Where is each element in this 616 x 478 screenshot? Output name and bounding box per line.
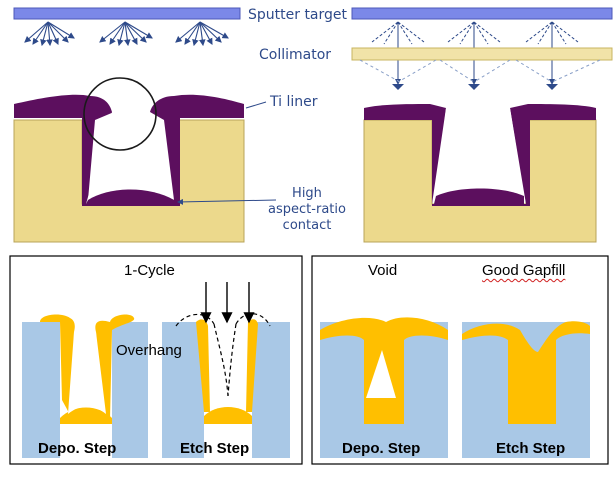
collimator-plate	[351, 47, 613, 61]
contact-leader	[177, 198, 277, 205]
ti-liner-label: Ti liner	[270, 94, 318, 110]
contact-structure-right	[363, 104, 597, 243]
cycle-label: 1-Cycle	[124, 262, 175, 279]
contact-structure-left	[13, 94, 245, 243]
contact-label-line-1: High	[292, 186, 322, 201]
gapfill-structure	[462, 321, 590, 458]
gapfill-label-text: Good Gapfill	[482, 262, 566, 279]
overhang-circle	[83, 77, 157, 151]
depo-step-label-left: Depo. Step	[38, 440, 117, 457]
contact-label: High aspect-ratio contact	[262, 186, 352, 234]
void-structure	[320, 317, 448, 458]
etch-step-label-left: Etch Step	[180, 440, 250, 457]
contact-label-line-2: aspect-ratio	[268, 202, 346, 217]
etch-step-structure-left	[162, 313, 290, 458]
etch-arrows	[200, 282, 255, 324]
collimator-label: Collimator	[259, 47, 332, 63]
collimator-scatter	[359, 59, 601, 83]
contact-label-line-3: contact	[282, 218, 332, 233]
sputter-target-bar-right	[351, 7, 613, 20]
depo-step-label-right: Depo. Step	[342, 440, 421, 457]
collimator-nozzles	[392, 84, 558, 90]
sputter-target-label: Sputter target	[248, 7, 348, 23]
void-label: Void	[368, 262, 398, 279]
etch-step-label-right: Etch Step	[496, 440, 566, 457]
depo-step-structure-left	[22, 314, 148, 458]
sputter-flux-left	[24, 21, 229, 47]
ti-liner-leader	[245, 101, 267, 109]
sputter-target-bar	[13, 7, 241, 20]
overhang-label: Overhang	[116, 342, 182, 359]
gapfill-label: Good Gapfill	[482, 262, 565, 279]
